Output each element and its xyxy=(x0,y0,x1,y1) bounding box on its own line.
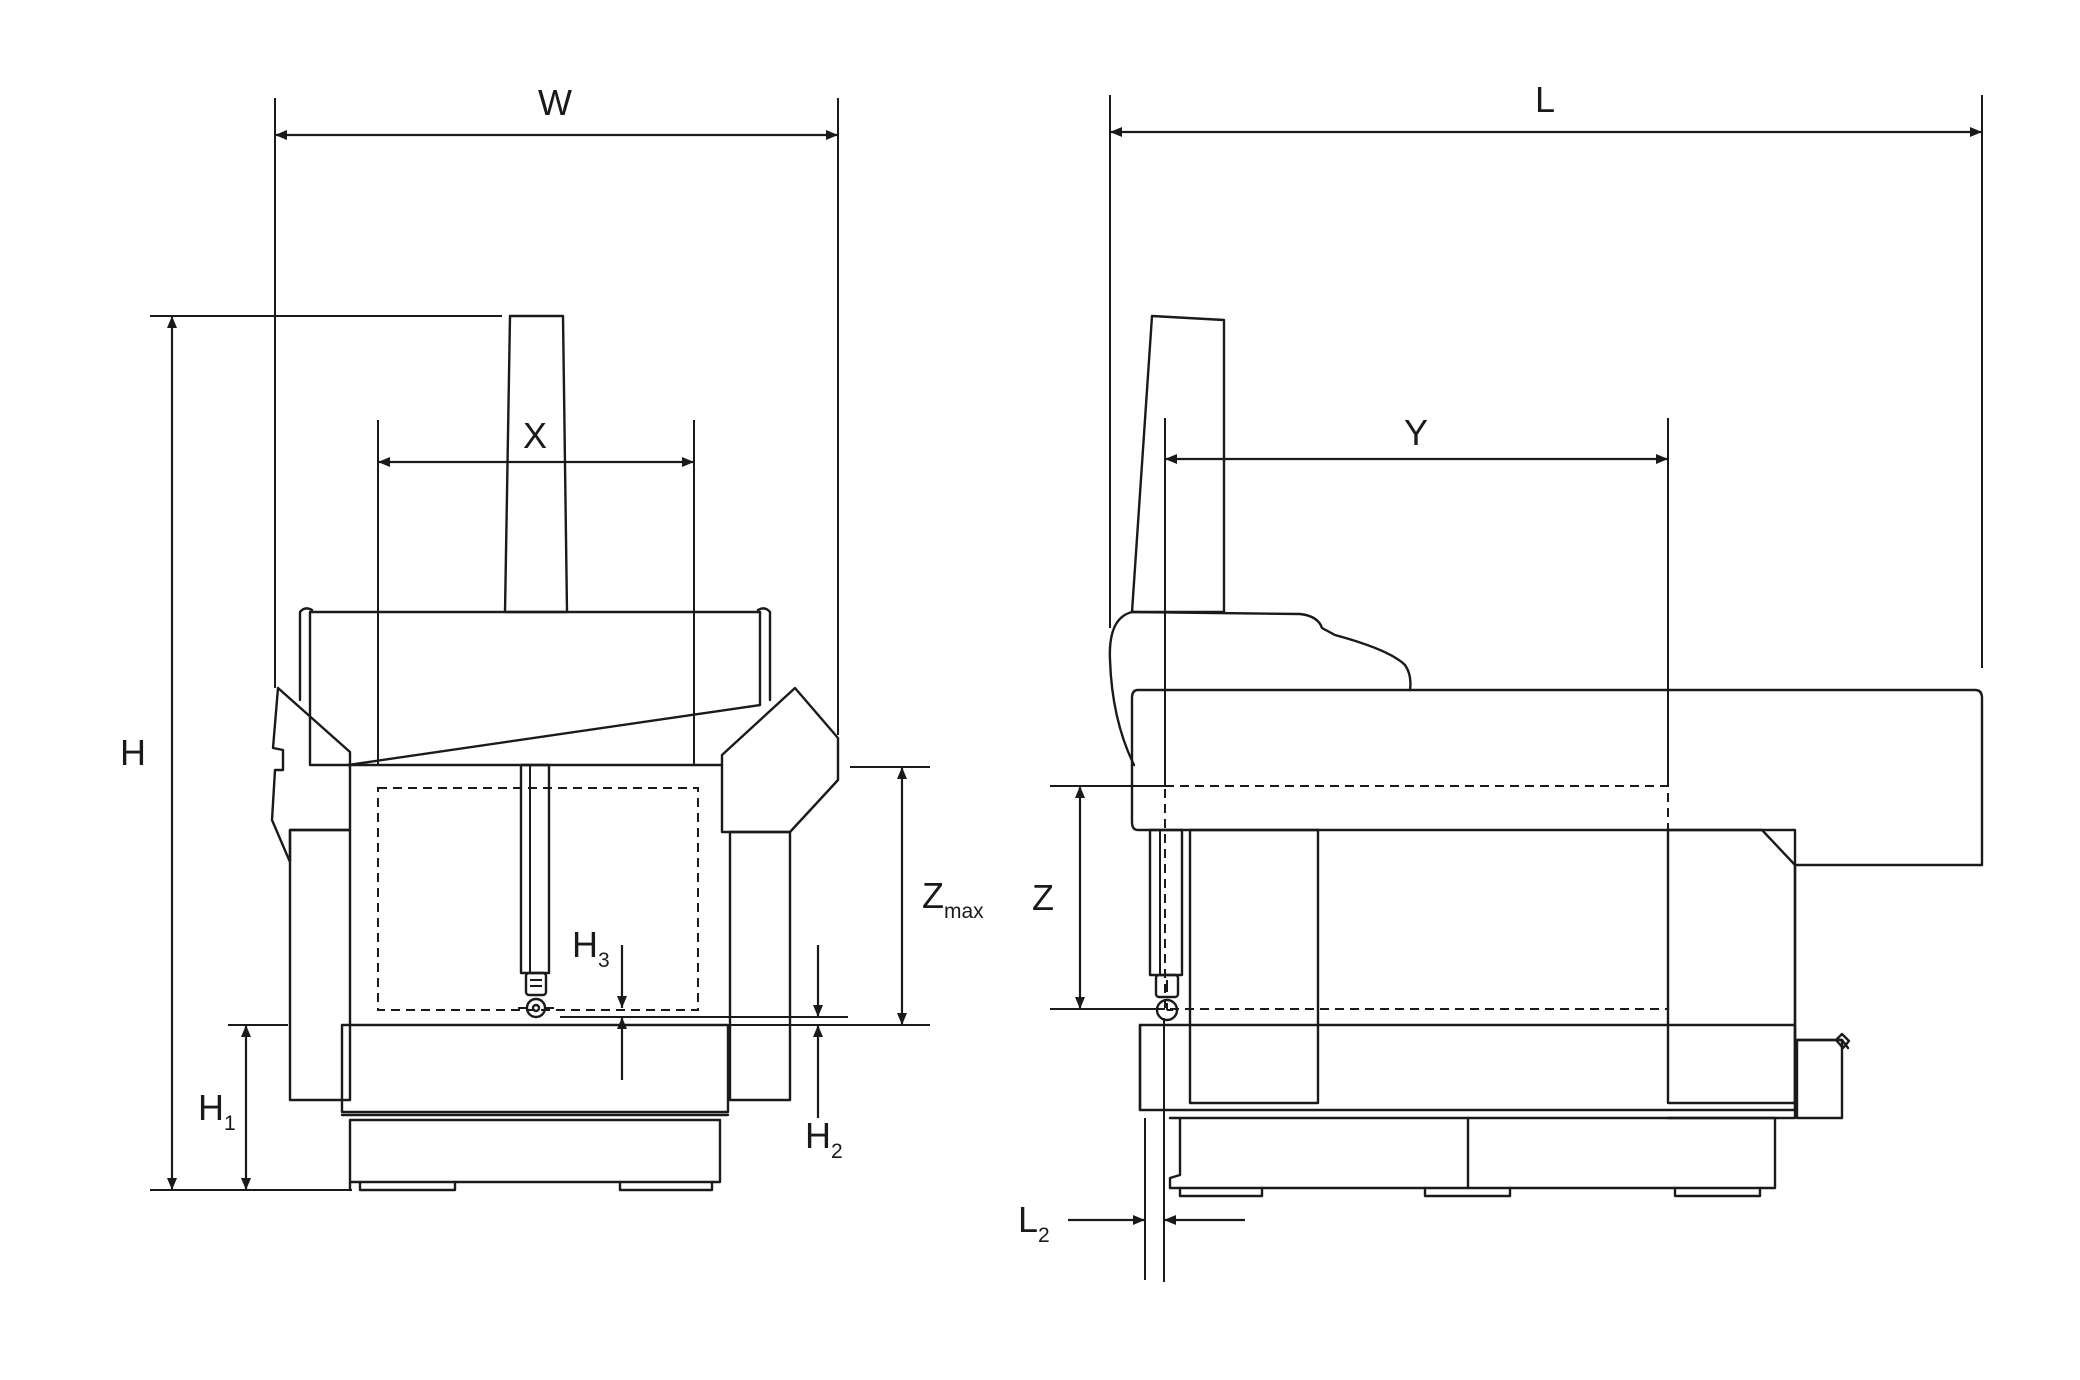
side-carriage xyxy=(1108,610,1136,767)
side-table xyxy=(1138,1023,1797,1112)
label-y: Y xyxy=(1404,412,1428,453)
label-x: X xyxy=(523,415,547,456)
front-base xyxy=(348,1118,722,1184)
side-probe-icon xyxy=(1154,973,1180,1022)
side-controller-box xyxy=(1795,1038,1844,1120)
label-l: L xyxy=(1535,79,1555,120)
side-measuring-volume xyxy=(1164,785,1669,1010)
side-rear-leg xyxy=(1666,828,1797,1105)
front-view xyxy=(270,314,840,1192)
side-dimensions xyxy=(1050,95,1983,1282)
side-view xyxy=(1108,314,1984,1198)
front-bridge-beam xyxy=(308,610,762,767)
side-base xyxy=(1168,1116,1777,1190)
front-left-wing xyxy=(270,686,352,864)
front-left-leg xyxy=(288,828,352,1102)
label-h: H xyxy=(120,732,146,773)
side-controller-knob-icon xyxy=(1834,1032,1851,1050)
side-spindle xyxy=(1148,828,1184,977)
front-measuring-volume xyxy=(377,787,699,1011)
label-w: W xyxy=(538,82,572,123)
front-dimensions xyxy=(150,98,930,1191)
side-front-leg xyxy=(1188,828,1320,1105)
side-main-beam xyxy=(1130,688,1984,867)
front-right-leg xyxy=(728,830,792,1102)
front-spindle xyxy=(519,763,551,975)
label-l2: L2 xyxy=(1018,1199,1050,1247)
front-column xyxy=(503,314,569,614)
side-rear-support xyxy=(1666,863,1797,1120)
front-probe-icon xyxy=(518,971,554,1019)
label-h2: H2 xyxy=(805,1115,843,1163)
label-h3: H3 xyxy=(572,924,610,972)
front-table xyxy=(340,1023,730,1114)
label-h1: H1 xyxy=(198,1087,236,1135)
label-z: Z xyxy=(1032,877,1054,918)
side-column xyxy=(1130,314,1226,614)
label-zmax: Zmax xyxy=(922,875,984,923)
front-right-wing xyxy=(720,686,840,834)
